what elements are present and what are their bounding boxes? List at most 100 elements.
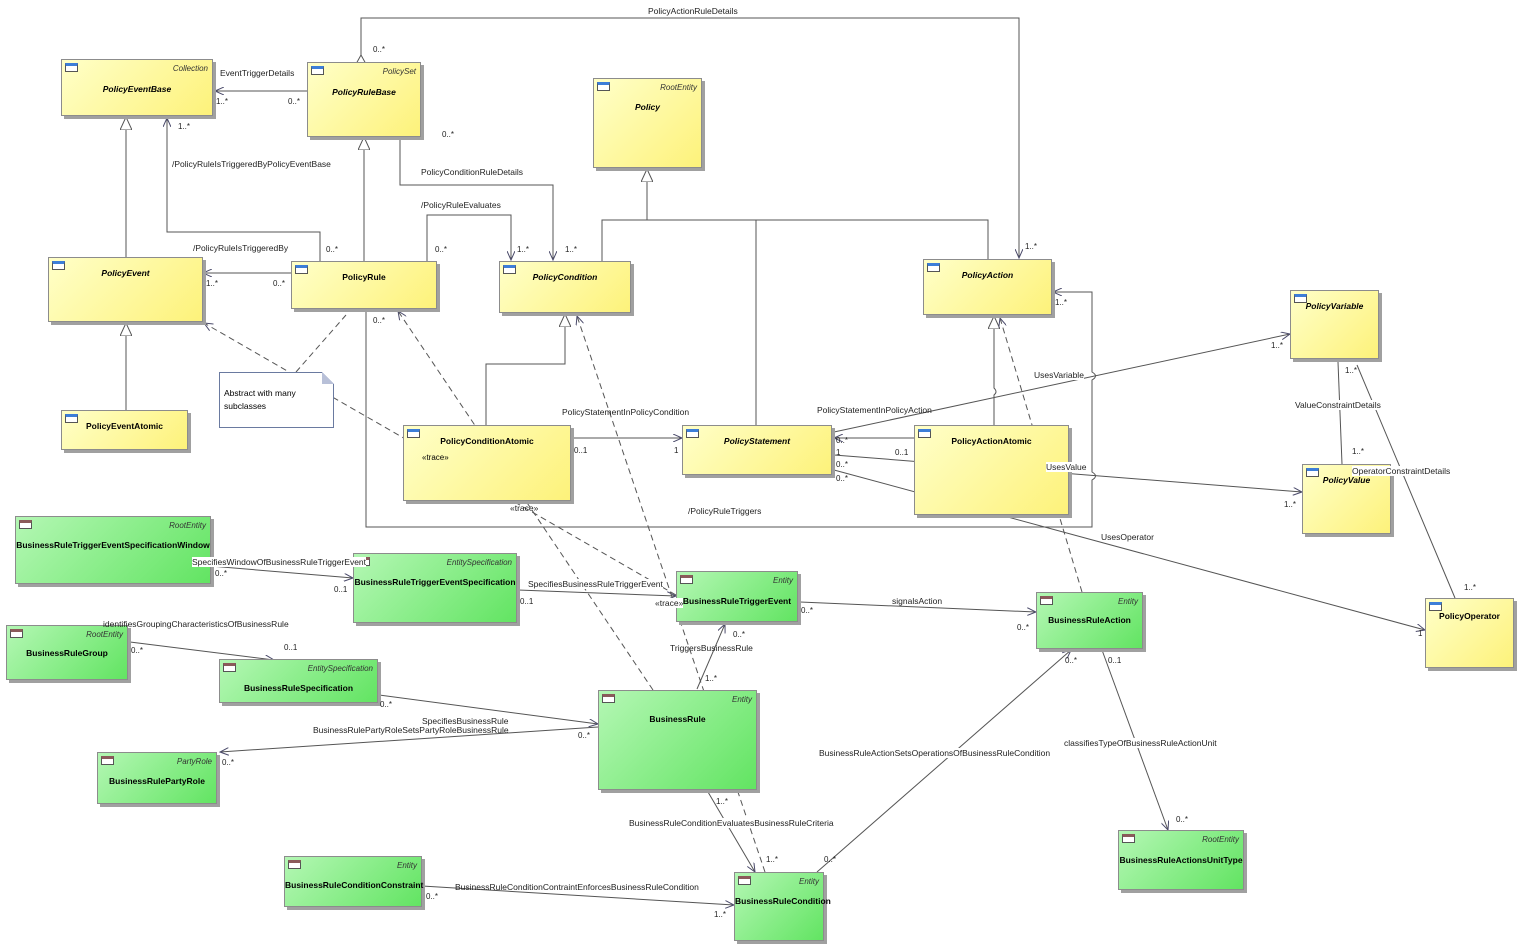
class-policy[interactable]: RootEntity Policy	[593, 78, 702, 168]
multiplicity: 1..*	[1271, 341, 1284, 350]
class-br-group[interactable]: RootEntity BusinessRuleGroup	[6, 625, 128, 680]
trace-business-rule-policy-rule	[398, 311, 654, 691]
class-icon	[311, 66, 324, 75]
class-name: PolicyConditionAtomic	[440, 436, 534, 446]
class-policy-action[interactable]: PolicyAction	[923, 259, 1052, 315]
multiplicity: 1..*	[178, 122, 191, 131]
class-icon	[686, 429, 699, 438]
multiplicity: 0..*	[426, 892, 439, 901]
class-br-condition-constraint[interactable]: Entity BusinessRuleConditionConstraint	[284, 856, 424, 907]
label-stmt-in-action: PolicyStatementInPolicyAction	[817, 405, 932, 415]
class-name: PolicyEvent	[101, 268, 150, 278]
class-name: PolicyActionAtomic	[951, 436, 1032, 446]
class-name: BusinessRuleActionsUnitType	[1119, 855, 1243, 865]
multiplicity: 0..*	[824, 855, 837, 864]
label-value-constraint: ValueConstraintDetails	[1295, 400, 1381, 410]
gen-conditionatomic-condition	[485, 314, 565, 425]
class-br-party-role[interactable]: PartyRole BusinessRulePartyRole	[97, 752, 217, 804]
class-name: PolicyRule	[342, 272, 386, 282]
stereotype: RootEntity	[660, 83, 697, 92]
assoc-uses-variable	[833, 334, 1290, 433]
stereotype: Entity	[772, 576, 793, 585]
stereotype: RootEntity	[86, 630, 123, 639]
multiplicity: 1..*	[565, 245, 578, 254]
label-rule-triggers: /PolicyRuleTriggers	[688, 506, 762, 516]
class-policy-condition[interactable]: PolicyCondition	[499, 261, 631, 313]
multiplicity: 0..*	[442, 130, 455, 139]
label-uses-value: UsesValue	[1046, 462, 1087, 472]
class-name: PolicyRuleBase	[332, 87, 396, 97]
multiplicity: 0..1	[1108, 656, 1122, 665]
multiplicity: 1..*	[716, 797, 729, 806]
stereotype-trace: «trace»	[422, 453, 449, 462]
class-icon	[10, 629, 23, 638]
class-policy-rule[interactable]: PolicyRule	[291, 261, 437, 309]
class-policy-rule-base[interactable]: PolicySet PolicyRuleBase	[307, 62, 421, 137]
assoc-identifies-grouping	[129, 641, 274, 660]
multiplicity: 1	[674, 446, 679, 455]
stereotype: Collection	[172, 64, 208, 73]
stereotype: EntitySpecification	[307, 664, 373, 673]
class-br-condition[interactable]: Entity BusinessRuleCondition	[734, 872, 831, 941]
class-br-action[interactable]: Entity BusinessRuleAction	[1036, 592, 1143, 649]
class-policy-event-atomic[interactable]: PolicyEventAtomic	[61, 410, 188, 450]
class-icon	[52, 261, 65, 270]
class-name: BusinessRuleSpecification	[243, 683, 354, 693]
class-policy-action-atomic[interactable]: PolicyActionAtomic	[914, 425, 1069, 515]
class-br-trigger-event-spec-window[interactable]: RootEntity BusinessRuleTriggerEventSpeci…	[15, 516, 211, 584]
gen-actionatomic-action	[994, 316, 996, 425]
class-br-actions-unit-type[interactable]: RootEntity BusinessRuleActionsUnitType	[1118, 830, 1244, 890]
assoc-value-constraint	[1337, 361, 1343, 465]
class-policy-statement[interactable]: PolicyStatement	[682, 425, 832, 475]
multiplicity: 1..*	[206, 279, 219, 288]
class-icon	[1040, 596, 1053, 605]
label-operator-constraint: OperatorConstraintDetails	[1352, 466, 1451, 476]
class-name: BusinessRuleAction	[1048, 615, 1131, 625]
multiplicity: 0..*	[801, 606, 814, 615]
label-rule-evaluates: /PolicyRuleEvaluates	[421, 200, 501, 210]
class-policy-operator[interactable]: PolicyOperator	[1425, 598, 1514, 668]
multiplicity: 1..*	[1025, 242, 1038, 251]
label-rule-triggered-by: /PolicyRuleIsTriggeredBy	[193, 243, 289, 253]
multiplicity: 0..*	[373, 45, 386, 54]
note-fold	[322, 372, 334, 384]
multiplicity: 0..*	[326, 245, 339, 254]
class-name: PolicyValue	[1322, 475, 1371, 485]
multiplicity: 1..*	[714, 910, 727, 919]
assoc-constraint-enforces	[422, 886, 734, 905]
class-policy-event[interactable]: PolicyEvent	[48, 257, 203, 322]
stereotype: PartyRole	[176, 757, 212, 766]
class-policy-event-base[interactable]: Collection PolicyEventBase	[61, 59, 213, 116]
class-icon	[1294, 294, 1307, 303]
class-icon	[295, 265, 308, 274]
class-policy-condition-atomic[interactable]: PolicyConditionAtomic «trace»	[403, 425, 571, 501]
class-icon	[223, 663, 236, 672]
class-business-rule[interactable]: Entity BusinessRule	[598, 690, 757, 790]
multiplicity: 0..1	[895, 448, 909, 457]
class-icon	[503, 265, 516, 274]
class-br-trigger-event-spec[interactable]: EntitySpecification BusinessRuleTriggerE…	[353, 553, 517, 623]
assoc-condition-rule-details	[400, 138, 553, 260]
multiplicity: 1..*	[1464, 583, 1477, 592]
stereotype: Entity	[1117, 597, 1138, 606]
assoc-action-rule-details	[361, 17, 1019, 258]
multiplicity: 0..*	[373, 316, 386, 325]
assoc-party-role-sets	[220, 726, 599, 752]
class-br-specification[interactable]: EntitySpecification BusinessRuleSpecific…	[219, 659, 378, 703]
class-icon	[65, 414, 78, 423]
class-policy-variable[interactable]: PolicyVariable	[1290, 290, 1379, 359]
class-icon	[65, 63, 78, 72]
class-name: BusinessRuleTriggerEvent	[682, 596, 792, 606]
class-icon	[1306, 468, 1319, 477]
multiplicity: 0..*	[288, 97, 301, 106]
stereotype: RootEntity	[169, 521, 206, 530]
class-name: BusinessRuleConditionConstraint	[285, 880, 424, 890]
class-name: BusinessRuleTriggerEventSpecification	[354, 577, 516, 587]
class-name: PolicyOperator	[1439, 611, 1500, 621]
multiplicity: 0..*	[1065, 656, 1078, 665]
class-icon	[680, 575, 693, 584]
class-br-trigger-event[interactable]: Entity BusinessRuleTriggerEvent	[676, 571, 798, 622]
label-constraint-enforces: BusinessRuleConditionContraintEnforcesBu…	[455, 882, 699, 892]
label-specifies-business-rule: SpecifiesBusinessRule	[422, 716, 509, 726]
label-event-trigger-details: EventTriggerDetails	[220, 68, 295, 78]
